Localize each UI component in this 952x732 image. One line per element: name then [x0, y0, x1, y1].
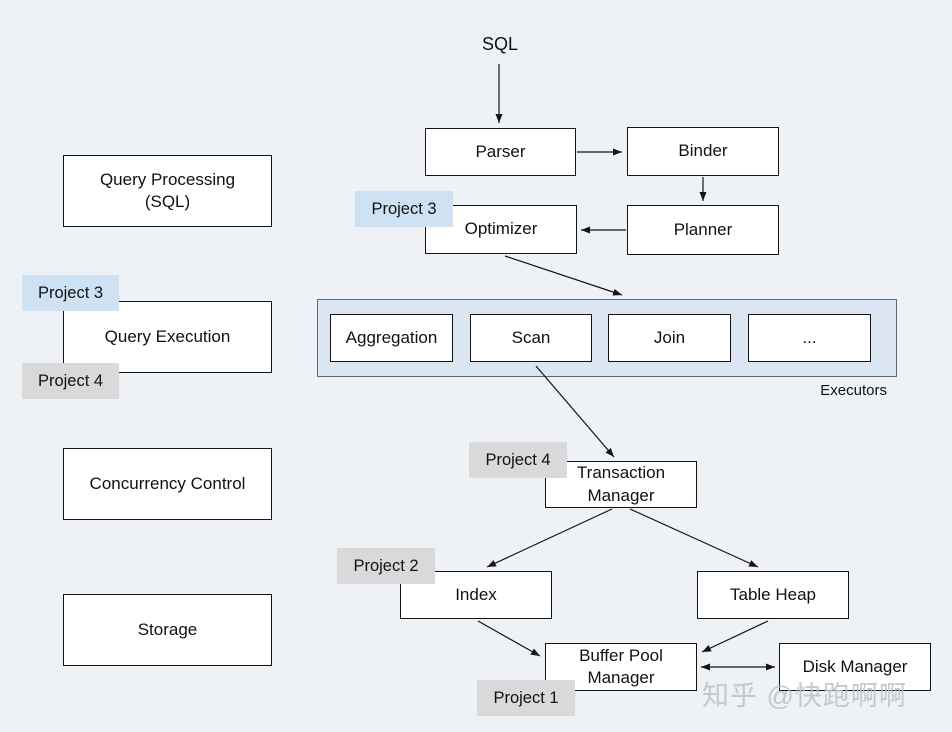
layer-concurrency-control: Concurrency Control	[63, 448, 272, 520]
buffer-pool-manager-node: Buffer Pool Manager	[545, 643, 697, 691]
arrow-transaction-manager-to-index	[486, 508, 613, 568]
arrow-transaction-manager-to-table-heap	[629, 508, 759, 568]
executors-caption: Executors	[820, 382, 887, 399]
planner-node: Planner	[627, 205, 779, 255]
sql-label: SQL	[481, 34, 519, 54]
project4-tag-transaction-manager: Project 4	[469, 442, 567, 478]
project2-tag-index: Project 2	[337, 548, 435, 584]
layer-storage: Storage	[63, 594, 272, 666]
parser-node: Parser	[425, 128, 576, 176]
disk-manager-node: Disk Manager	[779, 643, 931, 691]
arrow-optimizer-to-executors	[504, 255, 623, 296]
executor-ellipsis: ...	[748, 314, 871, 362]
binder-node: Binder	[627, 127, 779, 176]
project1-tag-buffer-pool: Project 1	[477, 680, 575, 716]
project3-tag-query-execution: Project 3	[22, 275, 119, 311]
executor-join: Join	[608, 314, 731, 362]
project4-tag-query-execution: Project 4	[22, 363, 119, 399]
transaction-manager-node: Transaction Manager	[545, 461, 697, 508]
executor-scan: Scan	[470, 314, 592, 362]
table-heap-node: Table Heap	[697, 571, 849, 619]
executor-aggregation: Aggregation	[330, 314, 453, 362]
project3-tag-optimizer: Project 3	[355, 191, 453, 227]
watermark: 知乎 @快跑啊啊	[702, 681, 907, 711]
layer-query-execution: Query Execution	[63, 301, 272, 373]
arrow-table-heap-to-buffer-pool	[701, 620, 769, 653]
arrow-index-to-buffer-pool	[477, 620, 541, 657]
layer-query-processing: Query Processing (SQL)	[63, 155, 272, 227]
